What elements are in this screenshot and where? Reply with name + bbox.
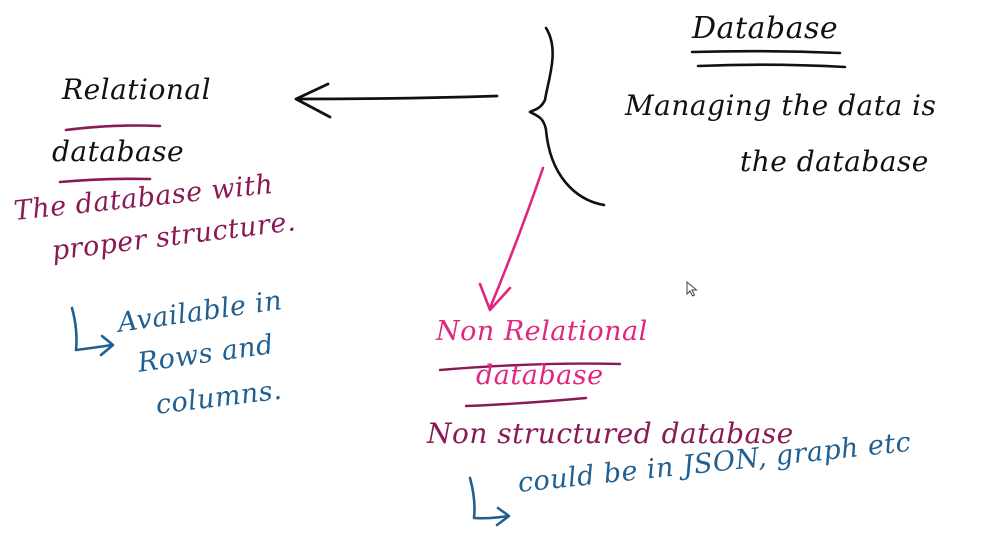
hook-arrow-icon — [468, 476, 511, 527]
relational-db-underline — [58, 177, 152, 184]
non-relational-title-line2: database — [476, 360, 604, 391]
non-relational-definition: Non structured database — [427, 417, 794, 450]
hook-arrow-icon — [70, 306, 115, 357]
down-arrow-icon — [478, 166, 545, 312]
database-underline — [690, 49, 847, 69]
relational-title: Relational — [62, 73, 212, 106]
brace-icon — [528, 26, 606, 207]
non-relational-underline — [438, 362, 622, 408]
relational-title-line2: database — [52, 135, 185, 168]
left-arrow-icon — [294, 82, 499, 119]
database-title: Database — [692, 11, 839, 46]
database-description-line1: Managing the data is — [625, 89, 937, 122]
database-description-line2: the database — [740, 145, 929, 178]
non-relational-title: Non Relational — [436, 316, 648, 347]
relational-title-underline — [64, 124, 162, 132]
mouse-cursor-icon — [686, 281, 698, 297]
